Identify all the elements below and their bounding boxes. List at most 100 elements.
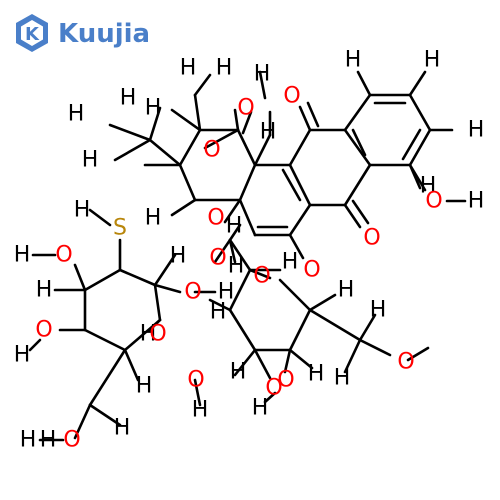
bond bbox=[343, 128, 372, 167]
bond bbox=[238, 163, 257, 202]
atom-label-h: H bbox=[145, 96, 162, 121]
bond bbox=[288, 308, 312, 352]
atom-label-h: H bbox=[338, 278, 355, 303]
bond bbox=[306, 101, 320, 128]
bond bbox=[178, 163, 197, 202]
bond bbox=[228, 308, 257, 352]
bond bbox=[356, 70, 372, 97]
atom-label-h: H bbox=[468, 118, 485, 143]
atom-label-h: H bbox=[420, 174, 437, 199]
bond bbox=[148, 318, 162, 332]
bond bbox=[283, 348, 292, 374]
atom-label-o: O bbox=[237, 96, 254, 121]
atom-label-o: O bbox=[55, 243, 72, 268]
bond bbox=[253, 133, 272, 167]
bond bbox=[241, 110, 253, 135]
atom-label-o: O bbox=[363, 226, 380, 251]
bond bbox=[213, 238, 232, 264]
bond bbox=[28, 338, 42, 352]
bond bbox=[178, 128, 202, 167]
bond bbox=[298, 105, 312, 132]
atom-label-h: H bbox=[254, 62, 271, 87]
atom-label-h: H bbox=[228, 254, 245, 279]
atom-label-o: O bbox=[253, 264, 270, 289]
bond bbox=[203, 128, 240, 150]
bond bbox=[278, 278, 312, 312]
bond bbox=[83, 328, 127, 352]
bond bbox=[223, 198, 242, 224]
atom-label-h: H bbox=[140, 322, 157, 347]
kuujia-logo: K Kuujia bbox=[16, 14, 150, 52]
bond bbox=[193, 378, 202, 407]
bond bbox=[88, 348, 127, 407]
atom-label-h: H bbox=[252, 396, 269, 421]
atom-label-h: H bbox=[230, 360, 247, 385]
bond bbox=[233, 108, 240, 132]
bond bbox=[113, 138, 152, 162]
bond bbox=[308, 308, 362, 342]
bond bbox=[228, 223, 242, 242]
atom-label-h: H bbox=[370, 298, 387, 323]
bond bbox=[193, 73, 212, 97]
kuujia-logo-mark: K bbox=[25, 24, 40, 45]
bond bbox=[233, 348, 257, 377]
atom-label-h: H bbox=[114, 416, 131, 441]
atom-label-h: H bbox=[210, 300, 227, 325]
atom-label-o: O bbox=[277, 368, 294, 393]
bond bbox=[408, 93, 432, 132]
bond bbox=[288, 233, 305, 260]
bond bbox=[288, 128, 312, 167]
bond bbox=[408, 163, 427, 192]
atom-label-o: O bbox=[303, 258, 320, 283]
bond bbox=[88, 403, 122, 427]
kuujia-logo-text: Kuujia bbox=[58, 19, 150, 49]
bond bbox=[406, 346, 430, 362]
bond bbox=[228, 238, 252, 272]
bond bbox=[83, 268, 122, 292]
bond-layer bbox=[28, 70, 467, 442]
atom-label-o: O bbox=[207, 206, 224, 231]
bond bbox=[153, 283, 182, 294]
bond bbox=[238, 198, 257, 237]
atom-label-h: H bbox=[345, 48, 362, 73]
bond bbox=[108, 123, 152, 142]
atom-label-h: H bbox=[468, 189, 485, 214]
atom-label-h: H bbox=[180, 56, 197, 81]
bond bbox=[281, 168, 302, 202]
bond bbox=[148, 138, 182, 167]
atom-label-h: H bbox=[192, 398, 209, 423]
atom-label-o: O bbox=[209, 246, 226, 271]
bond bbox=[153, 283, 162, 322]
bond bbox=[343, 93, 372, 132]
atom-label-h: H bbox=[14, 243, 31, 268]
bond bbox=[343, 338, 362, 374]
bond bbox=[358, 313, 377, 342]
bond bbox=[401, 128, 422, 161]
bond bbox=[208, 298, 232, 312]
atom-label-h: H bbox=[308, 362, 325, 387]
atom-label-h: H bbox=[282, 250, 299, 275]
atom-label-h: H bbox=[424, 48, 441, 73]
bond bbox=[408, 128, 432, 167]
atom-label-h: H bbox=[216, 56, 233, 81]
atom-label-o: O bbox=[187, 368, 204, 393]
atom-label-o: O bbox=[265, 376, 282, 401]
bond bbox=[351, 128, 367, 157]
bond bbox=[351, 199, 370, 225]
bond bbox=[170, 198, 197, 217]
bond bbox=[236, 128, 257, 167]
bond bbox=[123, 348, 140, 382]
atom-label-h: H bbox=[120, 86, 137, 111]
bond bbox=[343, 203, 362, 229]
bond bbox=[248, 268, 272, 280]
bond bbox=[288, 203, 312, 237]
atom-label-o: O bbox=[35, 318, 52, 343]
bond bbox=[73, 403, 92, 440]
atom-label-h: H bbox=[136, 374, 153, 399]
bond bbox=[253, 348, 272, 380]
atom-label-h: H bbox=[170, 244, 187, 269]
atom-label-h: H bbox=[82, 148, 99, 173]
atom-label-h: H bbox=[36, 278, 53, 303]
atom-label-h: H bbox=[145, 206, 162, 231]
